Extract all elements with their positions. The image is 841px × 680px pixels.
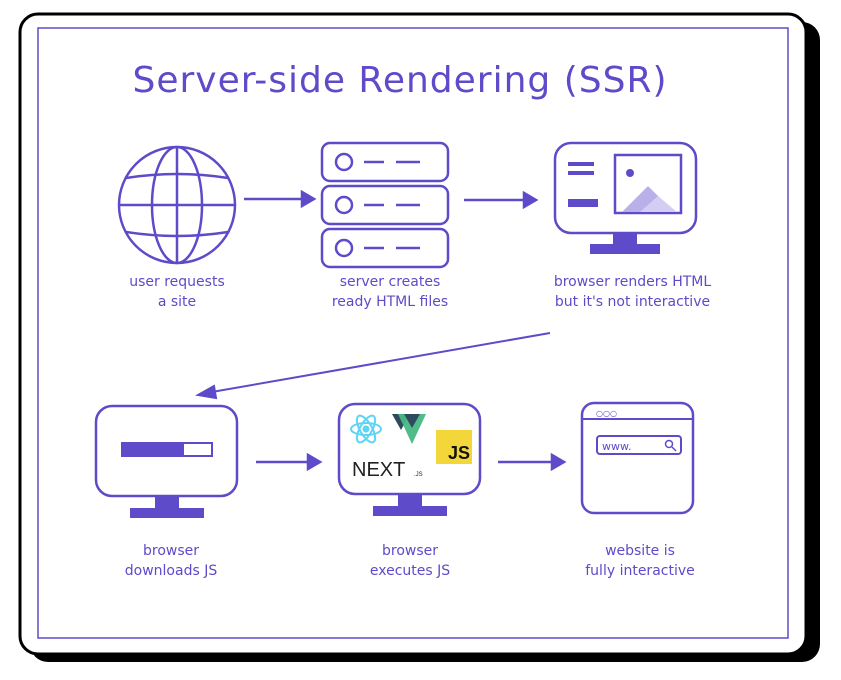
step-4-line1: browser — [142, 543, 199, 559]
vue-logo-icon — [392, 414, 426, 444]
step-4-label: browser downloads JS — [96, 541, 246, 581]
browser-url: www. — [602, 440, 631, 453]
monitor-preview-icon — [553, 141, 698, 254]
step-6-label: website is fully interactive — [565, 541, 715, 581]
step-3-line1: browser renders HTML — [553, 274, 712, 290]
arrow-interactive — [498, 452, 567, 472]
step-5-line2: executes JS — [369, 563, 451, 579]
server-icon — [320, 141, 450, 269]
arrow-wrap — [195, 332, 551, 400]
browser-dots: ○○○ — [596, 409, 617, 418]
globe-icon — [117, 145, 237, 265]
browser-window-icon: ○○○ www. — [580, 401, 695, 515]
step-5-label: browser executes JS — [335, 541, 485, 581]
step-5-line1: browser — [381, 543, 438, 559]
step-6-line1: website is — [605, 543, 675, 559]
js-logo-text: JS — [448, 443, 470, 463]
monitor-progress-icon — [94, 404, 239, 518]
step-2-line2: ready HTML files — [331, 294, 449, 310]
inner-frame — [37, 27, 789, 639]
arrow-html — [464, 190, 539, 210]
arrow-execute — [256, 452, 323, 472]
step-3-label: browser renders HTML but it's not intera… — [525, 272, 740, 312]
nextjs-logo-text: NEXT — [352, 459, 405, 481]
search-icon — [664, 439, 674, 449]
arrow-request — [244, 189, 317, 209]
monitor-frameworks-icon: JS NEXT .JS — [337, 402, 482, 516]
step-6-line2: fully interactive — [585, 563, 695, 579]
step-2-label: server creates ready HTML files — [305, 272, 475, 312]
js-logo-icon — [436, 430, 472, 464]
step-1-label: user requests a site — [97, 272, 257, 312]
step-2-line1: server creates — [339, 274, 441, 290]
react-logo-icon — [350, 414, 382, 444]
diagram-title: Server-side Rendering (SSR) — [132, 60, 668, 101]
step-4-line2: downloads JS — [124, 563, 218, 579]
nextjs-logo-suffix: .JS — [414, 472, 423, 478]
card — [18, 12, 808, 656]
step-3-line2: but it's not interactive — [554, 294, 711, 310]
step-1-line1: user requests — [129, 274, 225, 290]
step-1-line2: a site — [157, 294, 197, 310]
